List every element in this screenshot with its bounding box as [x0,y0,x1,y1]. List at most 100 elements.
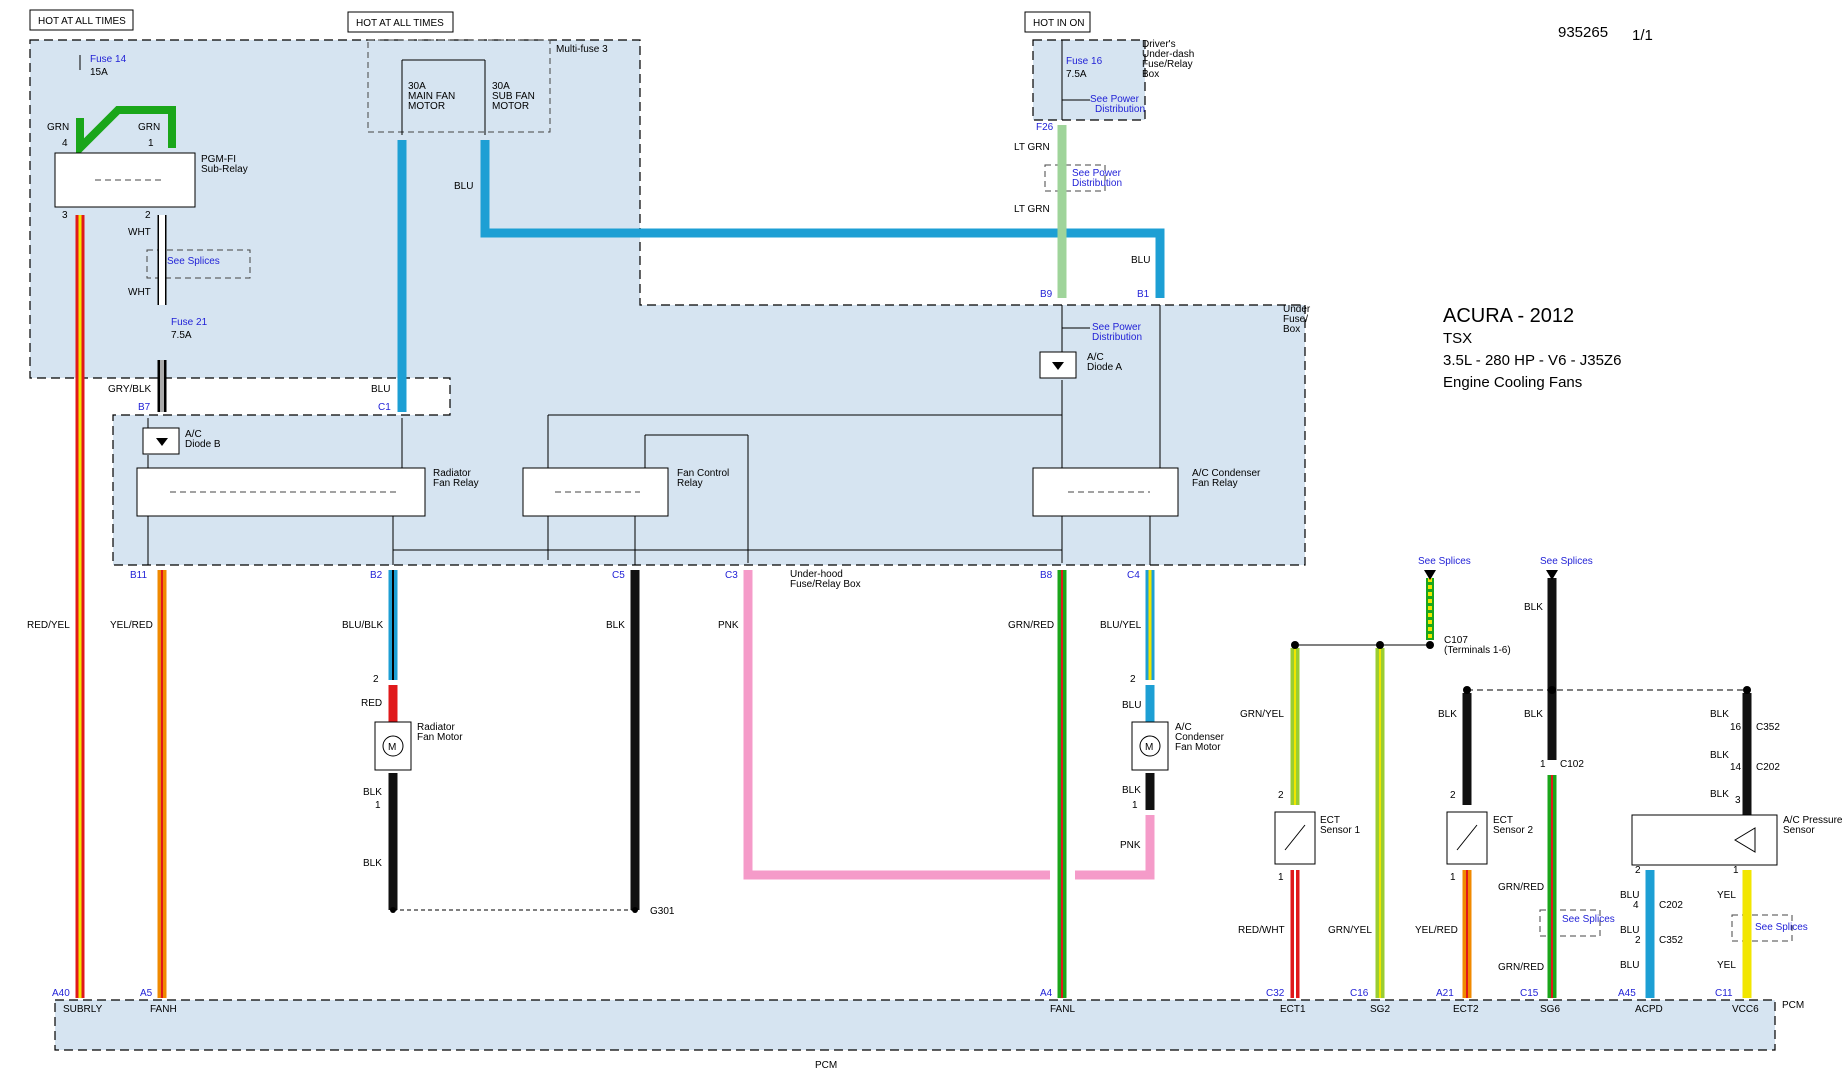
svg-text:GRN/RED: GRN/RED [1008,620,1054,631]
svg-text:BLU: BLU [1131,255,1150,266]
ac-condenser-fan-relay-box [1032,467,1179,517]
svg-text:BLK: BLK [606,620,625,631]
svg-text:Diode B: Diode B [185,439,221,450]
svg-text:Distribution: Distribution [1095,104,1145,115]
svg-text:See Splices: See Splices [1418,556,1471,567]
svg-text:SUB FAN: SUB FAN [492,91,535,102]
svg-text:GRN/YEL: GRN/YEL [1240,709,1284,720]
svg-text:M: M [1145,742,1153,753]
svg-text:C15: C15 [1520,988,1539,999]
svg-text:30A: 30A [408,81,426,92]
svg-text:PGM-FI: PGM-FI [201,154,236,165]
fuse-16: Fuse 16 [1066,56,1103,67]
svg-text:Fuse/Relay: Fuse/Relay [1142,59,1193,70]
svg-text:BLU: BLU [1122,700,1141,711]
svg-text:2: 2 [145,210,151,221]
svg-text:FANL: FANL [1050,1004,1075,1015]
svg-text:YEL: YEL [1717,890,1736,901]
svg-text:PCM: PCM [815,1060,837,1071]
svg-text:F26: F26 [1036,122,1054,133]
svg-text:C32: C32 [1266,988,1285,999]
svg-text:3: 3 [62,210,68,221]
svg-text:C202: C202 [1659,900,1683,911]
svg-text:See Power: See Power [1092,322,1142,333]
svg-text:C102: C102 [1560,759,1584,770]
fuse-14: Fuse 14 [90,54,127,65]
svg-text:GRN/RED: GRN/RED [1498,882,1544,893]
svg-text:ACPD: ACPD [1635,1004,1663,1015]
components: M M [54,152,1778,913]
ac-pressure-sensor [1631,814,1778,866]
svg-text:G301: G301 [650,906,675,917]
svg-text:BLK: BLK [1710,750,1729,761]
svg-text:1: 1 [148,138,154,149]
svg-text:Fan Motor: Fan Motor [1175,742,1221,753]
labels: HOT AT ALL TIMES HOT AT ALL TIMES HOT IN… [27,16,1843,1071]
svg-text:LT GRN: LT GRN [1014,142,1050,153]
svg-text:7.5A: 7.5A [171,330,192,341]
svg-text:WHT: WHT [128,287,151,298]
svg-text:C1: C1 [378,402,391,413]
svg-text:A40: A40 [52,988,70,999]
svg-text:1: 1 [1733,865,1739,876]
svg-text:BLU: BLU [1620,925,1639,936]
svg-text:7.5A: 7.5A [1066,69,1087,80]
svg-text:BLU: BLU [1620,890,1639,901]
svg-text:C16: C16 [1350,988,1369,999]
svg-text:BLK: BLK [1524,602,1543,613]
make-year: ACURA - 2012 [1443,305,1574,327]
svg-text:Diode A: Diode A [1087,362,1122,373]
svg-text:Fan Motor: Fan Motor [417,732,463,743]
svg-text:15A: 15A [90,67,108,78]
svg-text:BLK: BLK [1710,789,1729,800]
fuse-21: Fuse 21 [171,317,208,328]
svg-text:ECT: ECT [1320,815,1340,826]
svg-text:C4: C4 [1127,570,1140,581]
page-number: 1/1 [1632,27,1653,44]
svg-text:WHT: WHT [128,227,151,238]
svg-text:2: 2 [373,674,379,685]
svg-text:Driver's: Driver's [1142,39,1176,50]
svg-text:BLK: BLK [1524,709,1543,720]
svg-text:A21: A21 [1436,988,1454,999]
multifuse-label: Multi-fuse 3 [556,44,608,55]
svg-text:Sensor 2: Sensor 2 [1493,825,1533,836]
svg-text:2: 2 [1278,790,1284,801]
pcm-label: PCM [1782,1000,1804,1011]
svg-text:C11: C11 [1715,988,1733,999]
svg-text:RED/WHT: RED/WHT [1238,925,1285,936]
svg-text:C352: C352 [1659,935,1683,946]
svg-text:B9: B9 [1040,289,1053,300]
svg-text:16: 16 [1730,722,1742,733]
wires [75,106,1752,998]
svg-text:SG6: SG6 [1540,1004,1560,1015]
svg-text:A/C: A/C [185,429,202,440]
svg-text:Fan Relay: Fan Relay [1192,478,1238,489]
svg-text:2: 2 [1635,935,1641,946]
svg-text:See Splices: See Splices [167,256,220,267]
svg-text:B8: B8 [1040,570,1053,581]
svg-text:Under: Under [1283,304,1311,315]
svg-text:See Power: See Power [1090,94,1140,105]
svg-text:B11: B11 [130,570,147,581]
svg-text:Radiator: Radiator [433,468,471,479]
svg-text:Distribution: Distribution [1092,332,1142,343]
svg-text:ECT2: ECT2 [1453,1004,1479,1015]
svg-text:1: 1 [1450,872,1456,883]
svg-text:2: 2 [1130,674,1136,685]
svg-text:RED: RED [361,698,382,709]
svg-text:2: 2 [1635,865,1641,876]
svg-text:Radiator: Radiator [417,722,455,733]
hot-at-all-times-1: HOT AT ALL TIMES [38,16,126,27]
doc-id: 935265 [1558,24,1608,41]
svg-text:See Splices: See Splices [1755,922,1808,933]
svg-text:Box: Box [1283,324,1300,335]
svg-text:MAIN FAN: MAIN FAN [408,91,455,102]
svg-text:SG2: SG2 [1370,1004,1390,1015]
svg-text:See Power: See Power [1072,168,1122,179]
svg-text:BLU: BLU [454,181,473,192]
svg-text:MOTOR: MOTOR [492,101,529,112]
svg-text:C352: C352 [1756,722,1780,733]
svg-text:Condenser: Condenser [1175,732,1225,743]
